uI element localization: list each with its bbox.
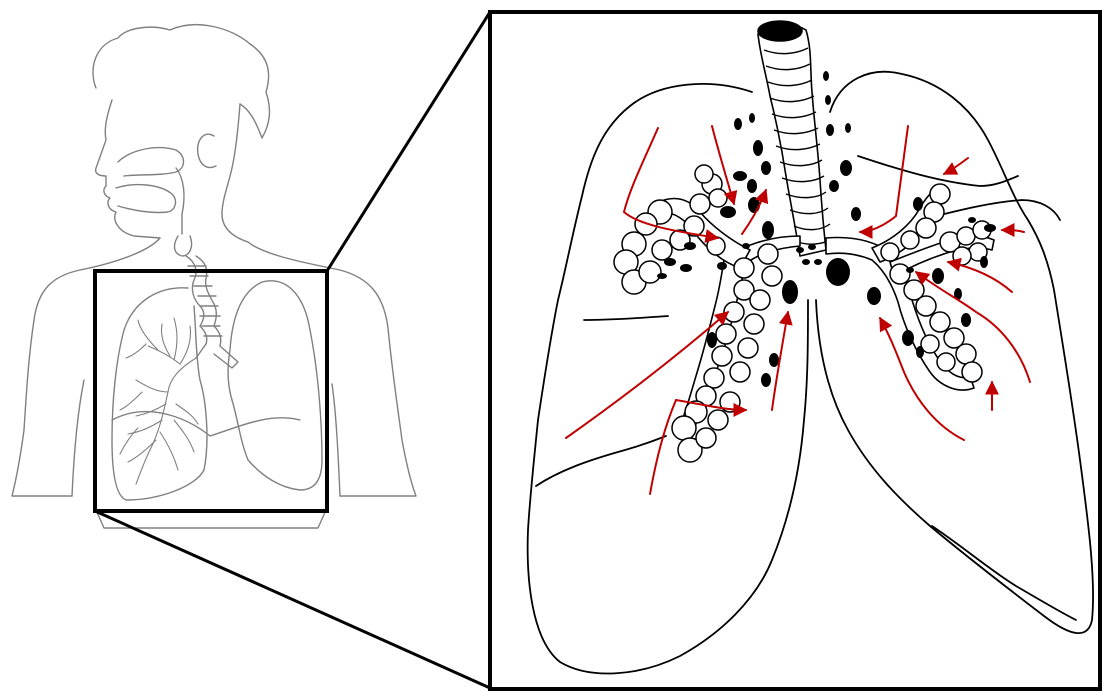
- human-torso-outline-icon: [12, 25, 416, 528]
- head-back-outline: [222, 104, 248, 242]
- lymph-node: [825, 95, 831, 105]
- lymph-node: [748, 197, 760, 213]
- lymph-node: [720, 206, 736, 218]
- lymph-node: [867, 287, 881, 305]
- lung-small-left: [228, 281, 322, 490]
- lymph-node: [762, 221, 774, 239]
- lymph-node: [984, 224, 996, 232]
- torso-outline: [12, 238, 160, 496]
- lymph-node: [717, 262, 727, 270]
- lymph-node: [664, 258, 676, 266]
- ear-outline: [198, 134, 216, 167]
- lymph-node: [761, 373, 771, 387]
- arm-inner-left: [72, 380, 84, 496]
- lymph-node: [829, 180, 839, 192]
- bronchial-tree-small: [120, 318, 198, 484]
- lymph-node: [840, 160, 852, 176]
- lymph-node: [769, 353, 779, 367]
- oral-cavity: [116, 185, 175, 213]
- lymph-node: [761, 161, 771, 175]
- lymph-node: [782, 280, 798, 304]
- zoom-connector-bottom: [95, 511, 490, 688]
- lymph-node: [734, 118, 742, 130]
- pharynx: [176, 168, 184, 234]
- trachea-small: [175, 236, 238, 368]
- lymph-node: [753, 140, 763, 156]
- lymph-node: [823, 71, 829, 81]
- lymph-node: [707, 332, 717, 348]
- torso-outline-right: [248, 242, 416, 496]
- lymph-node: [916, 346, 924, 358]
- lymph-node: [657, 273, 667, 279]
- lymph-node: [845, 123, 851, 133]
- lymph-node: [851, 207, 861, 221]
- face-outline: [96, 100, 160, 238]
- lymph-node: [932, 268, 944, 284]
- lymph-node: [968, 217, 976, 223]
- trachea-opening: [758, 21, 802, 41]
- lymph-node: [680, 264, 692, 272]
- zoom-connector-top: [327, 12, 490, 271]
- hair-outline: [93, 25, 270, 138]
- lymph-node: [747, 179, 757, 193]
- lymph-node: [980, 256, 988, 268]
- zoom-frame: [95, 271, 327, 511]
- lymph-node: [913, 197, 923, 211]
- lymph-node: [826, 258, 850, 286]
- lymph-node: [902, 330, 914, 346]
- lymph-node: [961, 313, 971, 327]
- lymph-node: [684, 242, 696, 250]
- lymph-node: [826, 124, 834, 136]
- lymph-node: [906, 267, 914, 273]
- lymph-node: [733, 171, 747, 181]
- nasal-cavity: [118, 148, 184, 176]
- lymph-node: [749, 113, 755, 123]
- arm-inner-right: [332, 384, 340, 496]
- lung-small-right: [112, 288, 207, 500]
